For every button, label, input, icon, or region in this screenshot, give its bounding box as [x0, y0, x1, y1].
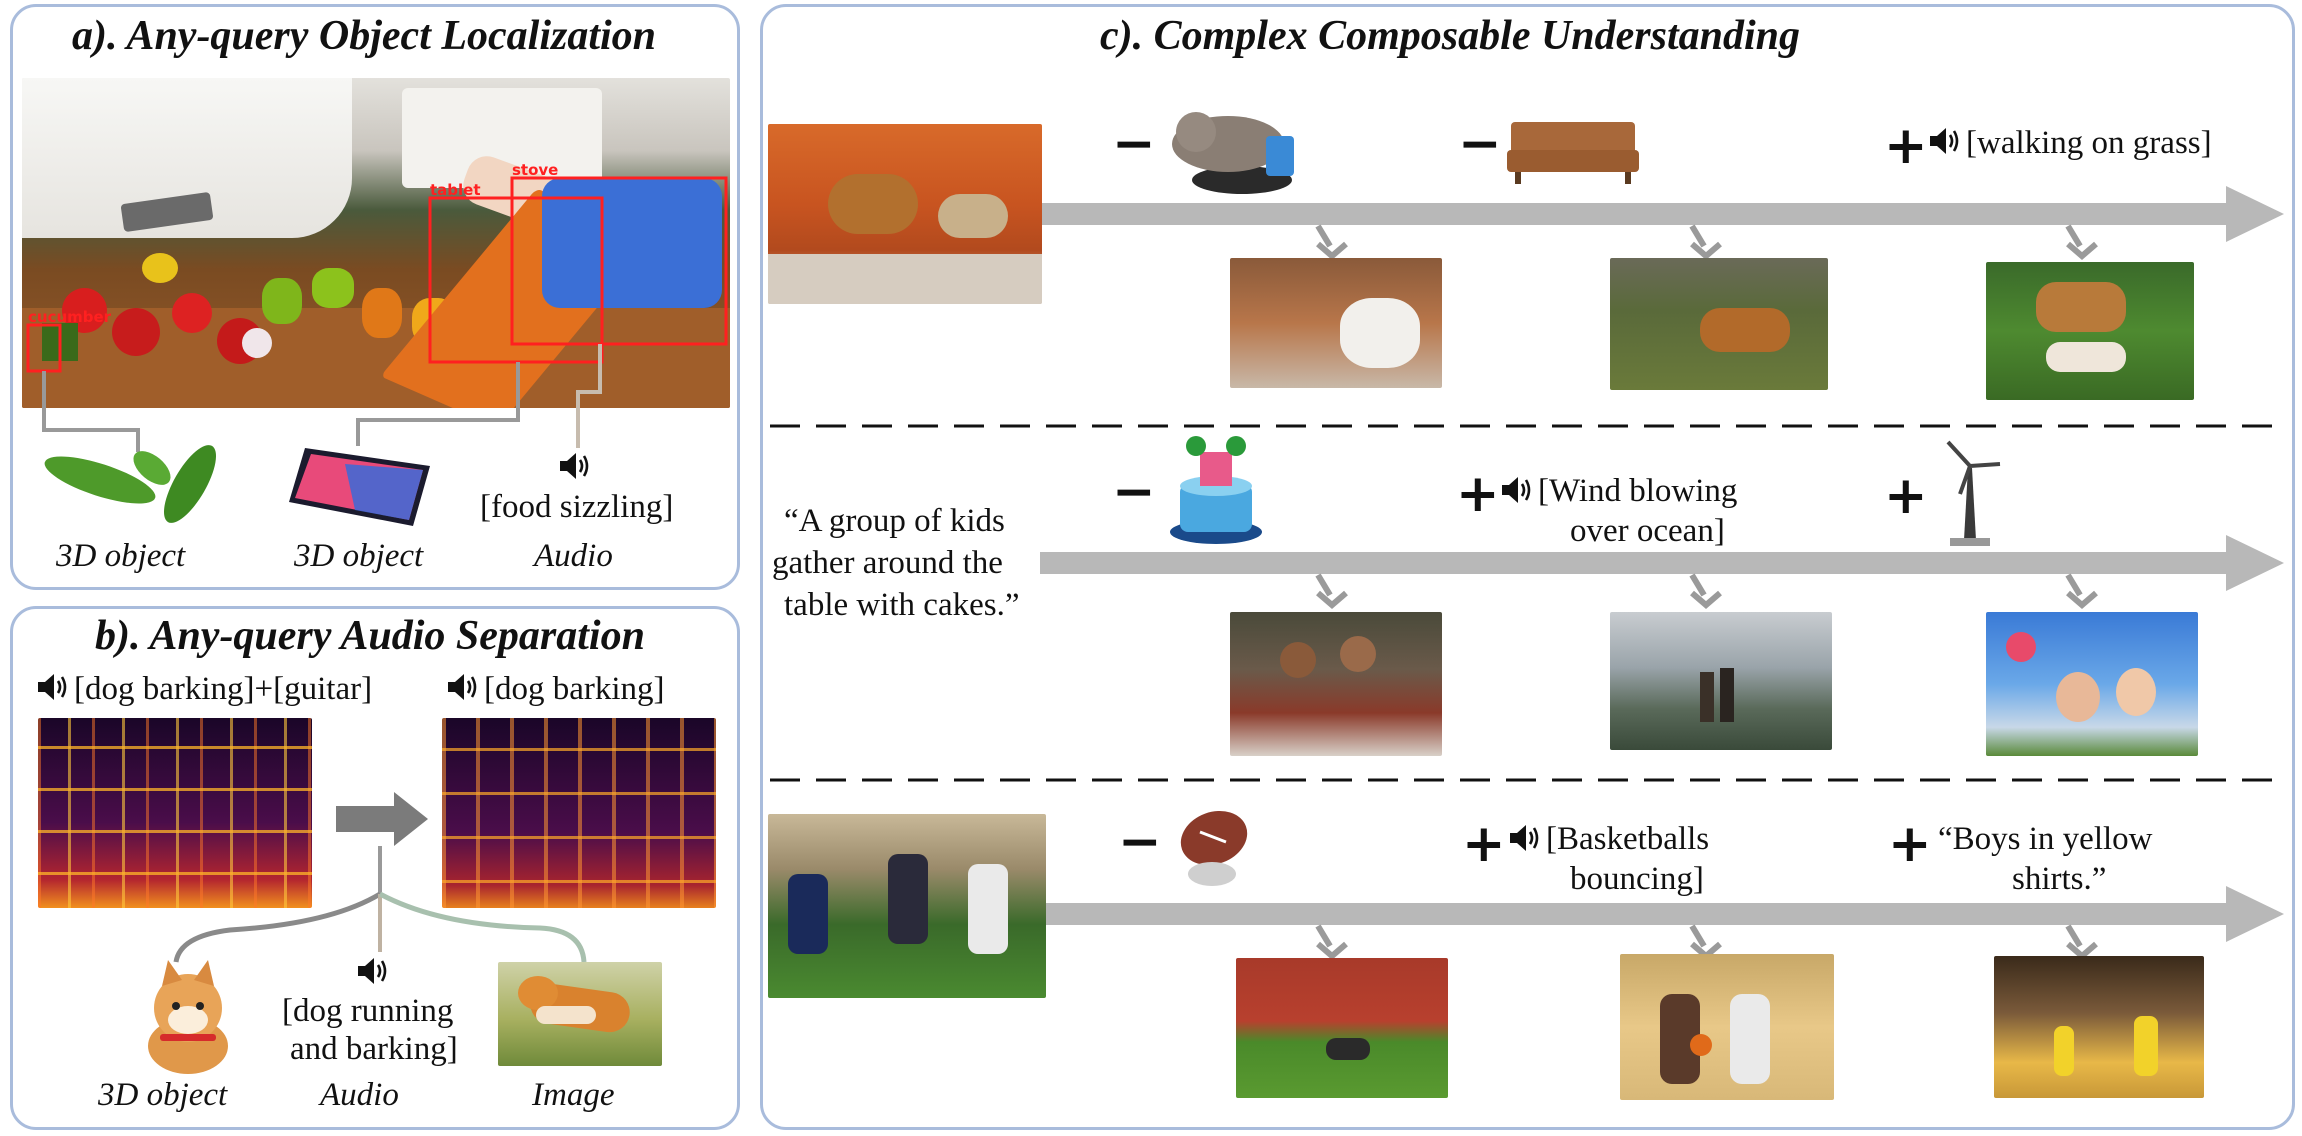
input-audio-label: [dog barking]+[guitar] [36, 670, 372, 709]
row1-result3-image [1986, 262, 2194, 400]
row3-result2-image [1620, 954, 1834, 1100]
panel-b-query-3-type: Image [532, 1077, 615, 1113]
row2-op3-windmill-image [1946, 440, 2001, 546]
row3-op3-text-line2: shirts.” [2012, 861, 2107, 897]
panel-b-audio-text-line1: [dog running [282, 993, 454, 1029]
input-spectrogram [38, 718, 312, 908]
speaker-icon [36, 671, 70, 703]
row3-op1-sign: − [1118, 812, 1162, 872]
row2-result1-image [1230, 612, 1442, 756]
output-audio-text: [dog barking] [484, 671, 665, 707]
row3-op2-text-line2: bouncing] [1570, 861, 1704, 897]
speaker-icon [1928, 125, 1962, 157]
row3-op2-speaker-icon [1508, 822, 1542, 854]
row3-op2-sign: + [1462, 814, 1506, 874]
output-audio-label: [dog barking] [446, 670, 665, 709]
row1-op2-sign: − [1458, 114, 1502, 174]
row2-op2-text-line1: [Wind blowing [1538, 473, 1738, 509]
row3-result3-image [1994, 956, 2204, 1098]
row2-op1-cake-image [1170, 436, 1262, 544]
row1-input-image-dog-cat-couch [768, 124, 1042, 304]
row2-input-text-line1: “A group of kids [784, 503, 1005, 539]
panel-a-query-2-type: 3D object [294, 538, 424, 574]
input-audio-text: [dog barking]+[guitar] [74, 671, 373, 707]
row1-op1-sign: − [1112, 114, 1156, 174]
row3-op2-text-line1: [Basketballs [1546, 821, 1710, 857]
row2-op2-speaker-icon [1500, 474, 1534, 506]
row2-op1-sign: − [1112, 462, 1156, 522]
panel-a-title: a). Any-query Object Localization [72, 13, 657, 59]
row1-op3-sign: + [1884, 116, 1928, 176]
audio-speaker-icon [558, 450, 592, 482]
panel-c-title: c). Complex Composable Understanding [1100, 13, 1801, 59]
panel-a-audio-text: [food sizzling] [480, 489, 674, 525]
row1-result2-image [1610, 258, 1828, 390]
kitchen-scene-image [22, 78, 730, 408]
output-spectrogram [442, 718, 716, 908]
row1-result1-image [1230, 258, 1442, 388]
panel-a-query-3-type: Audio [534, 538, 613, 574]
row2-result2-image [1610, 612, 1832, 750]
shiba-3d-object-image [148, 960, 228, 1074]
row3-op3-sign: + [1888, 814, 1932, 874]
bbox-label-stove: stove [512, 161, 559, 179]
row2-input-text-line2: gather around the [772, 545, 1003, 581]
row2-input-text-line3: table with cakes.” [784, 587, 1020, 623]
row3-result1-image [1236, 958, 1448, 1098]
cucumber-3d-object-image [44, 445, 216, 523]
panel-a-query-1-type: 3D object [56, 538, 186, 574]
row3-op1-football-image [1180, 810, 1248, 886]
row1-op1-cat-image [1172, 112, 1294, 194]
corgi-query-image [498, 962, 662, 1066]
row2-op2-text-line2: over ocean] [1570, 513, 1725, 549]
separation-arrow [336, 792, 428, 846]
row3-op3-text-line1: “Boys in yellow [1938, 821, 2153, 857]
panel-b-query-2-type: Audio [320, 1077, 399, 1113]
bbox-label-cucumber: cucumber [28, 308, 112, 326]
row2-op3-sign: + [1884, 466, 1928, 526]
speaker-icon [446, 671, 480, 703]
row3-input-image-football [768, 814, 1046, 998]
row2-result3-image [1986, 612, 2198, 756]
panel-b-title: b). Any-query Audio Separation [95, 613, 645, 659]
row1-op2-sofa-image [1507, 122, 1639, 184]
bbox-label-tablet: tablet [430, 181, 481, 199]
row1-op3-text: [walking on grass] [1966, 125, 2212, 161]
row2-op2-sign: + [1456, 464, 1500, 524]
row1-op3-audio-label: [walking on grass] [1928, 124, 2212, 163]
tablet-3d-object-image [289, 448, 430, 526]
audio-speaker-icon [356, 955, 390, 987]
panel-b-query-1-type: 3D object [98, 1077, 228, 1113]
panel-b-audio-text-line2: and barking] [290, 1031, 458, 1067]
